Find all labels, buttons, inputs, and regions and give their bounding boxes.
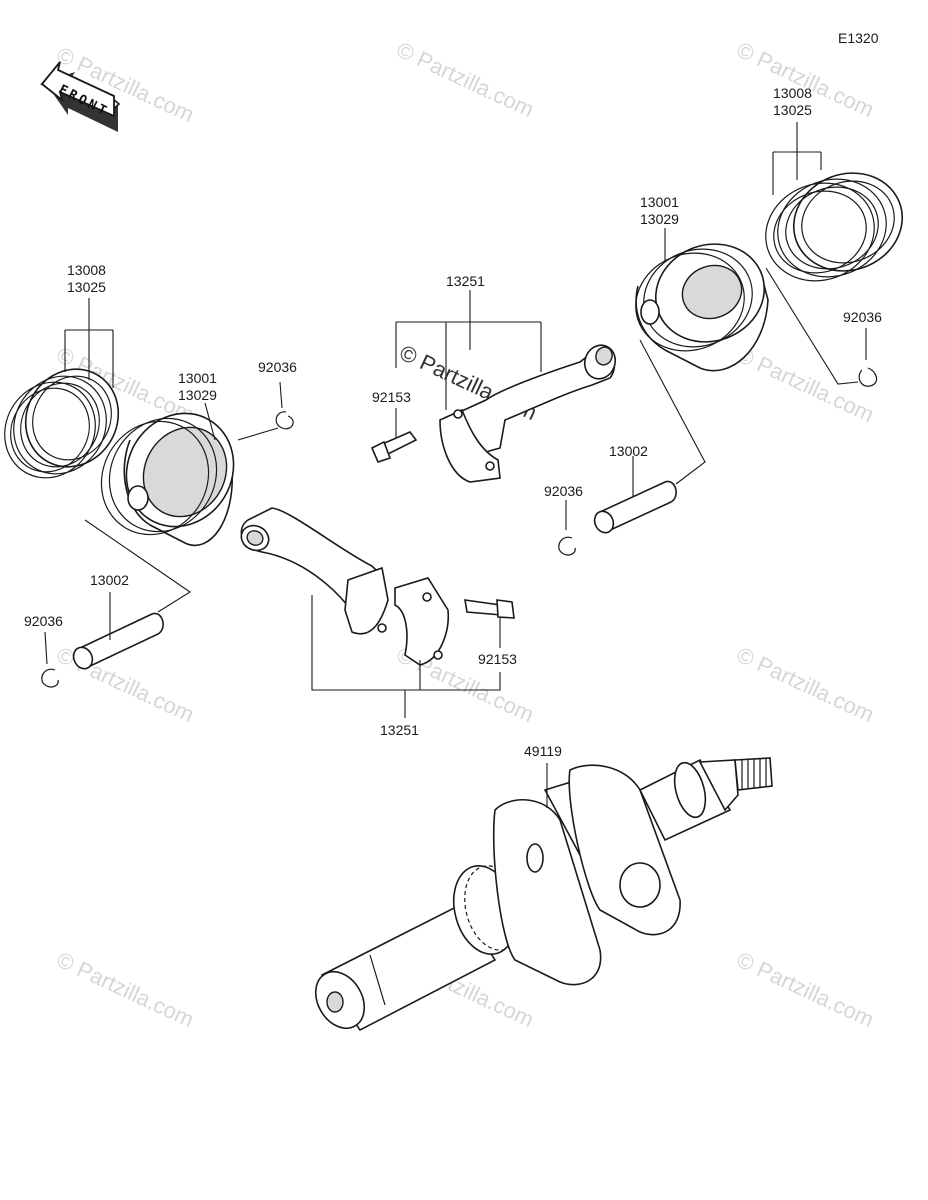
label-bolt-upper: 92153 bbox=[372, 389, 411, 405]
circlip-left-upper bbox=[275, 411, 294, 430]
label-rings-right-2: 13025 bbox=[773, 102, 812, 118]
watermark: © Partzilla.com bbox=[393, 37, 538, 122]
circlip-right-upper bbox=[858, 367, 878, 387]
label-piston-left-1: 13001 bbox=[178, 370, 217, 386]
label-piston-right-2: 13029 bbox=[640, 211, 679, 227]
leader-clip-left-lower bbox=[44, 631, 48, 665]
watermark: © Partzilla.com bbox=[53, 947, 198, 1032]
leader-rod-lower bbox=[311, 595, 501, 718]
label-rod-upper: 13251 bbox=[446, 273, 485, 289]
leader-clip-left-upper bbox=[237, 381, 283, 441]
label-bolt-lower: 92153 bbox=[478, 651, 517, 667]
label-clip-left-upper: 92036 bbox=[258, 359, 297, 375]
label-piston-left-2: 13029 bbox=[178, 387, 217, 403]
leader-piston-left bbox=[204, 402, 216, 441]
watermark: © Partzilla.com bbox=[733, 342, 878, 427]
leader-rings-right bbox=[772, 122, 822, 195]
rod-bolt-lower bbox=[464, 599, 515, 619]
leader-rings-left bbox=[64, 298, 114, 388]
piston-rings-right bbox=[765, 172, 904, 282]
watermark: © Partzilla.com bbox=[733, 947, 878, 1032]
label-rod-lower: 13251 bbox=[380, 722, 419, 738]
crankshaft bbox=[314, 757, 773, 1032]
connecting-rod-lower bbox=[240, 507, 450, 666]
piston-rings-left bbox=[4, 368, 120, 479]
piston-pin-left bbox=[72, 612, 164, 670]
label-crankshaft: 49119 bbox=[524, 743, 562, 759]
leader-pin-right bbox=[632, 339, 706, 496]
leader-pin-left bbox=[84, 519, 192, 640]
piston-right bbox=[635, 243, 769, 372]
leader-rod-upper bbox=[395, 290, 542, 410]
diagram-code: E1320 bbox=[838, 30, 879, 46]
piston-left bbox=[100, 412, 235, 546]
connecting-rod-upper bbox=[439, 344, 617, 483]
label-clip-left-lower: 92036 bbox=[24, 613, 63, 629]
label-clip-right-upper: 92036 bbox=[843, 309, 882, 325]
rod-bolt-upper bbox=[370, 431, 418, 463]
label-pin-left: 13002 bbox=[90, 572, 129, 588]
label-clip-right-lower: 92036 bbox=[544, 483, 583, 499]
circlip-left-lower bbox=[41, 668, 59, 688]
label-rings-left-2: 13025 bbox=[67, 279, 106, 295]
circlip-right-lower bbox=[558, 536, 576, 556]
leader-clip-right-upper bbox=[765, 267, 867, 385]
watermark: © Partzilla.com bbox=[733, 642, 878, 727]
label-rings-right-1: 13008 bbox=[773, 85, 812, 101]
piston-pin-right bbox=[593, 480, 677, 534]
label-piston-right-1: 13001 bbox=[640, 194, 679, 210]
label-rings-left-1: 13008 bbox=[67, 262, 106, 278]
label-pin-right: 13002 bbox=[609, 443, 648, 459]
front-arrow-icon: FRONT bbox=[40, 61, 121, 132]
